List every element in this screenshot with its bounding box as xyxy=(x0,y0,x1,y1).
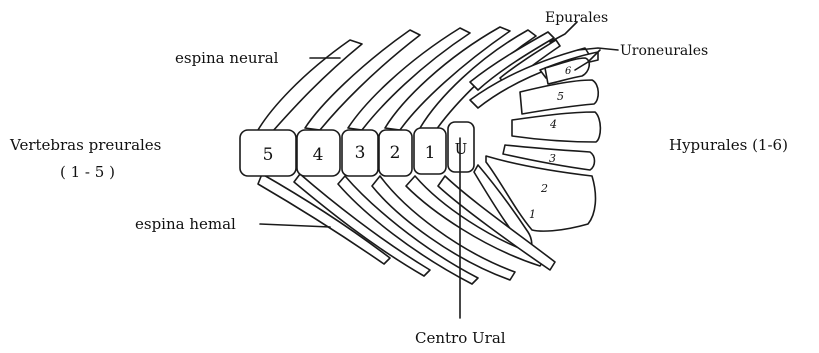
label-epurales: Epurales xyxy=(545,10,608,26)
label-uroneurales: Uroneurales xyxy=(620,43,708,59)
labels: espina neural Epurales Uroneurales Verte… xyxy=(9,10,788,347)
vertebra-2-number: 2 xyxy=(390,143,401,163)
hypural-4-number: 4 xyxy=(549,118,557,131)
ural-centrum-number: U xyxy=(455,140,468,158)
label-vertebras-preurales: Vertebras preurales xyxy=(9,136,161,154)
label-espina-hemal: espina hemal xyxy=(135,215,236,233)
hypural-6-number: 6 xyxy=(565,66,572,77)
vertebra-4-number: 4 xyxy=(313,145,324,165)
hypural-1-number: 1 xyxy=(529,208,536,221)
label-vertebras-range: ( 1 - 5 ) xyxy=(60,163,115,181)
vertebra-1-number: 1 xyxy=(425,143,436,163)
haemal-spine-5 xyxy=(258,174,390,264)
label-hypurales: Hypurales (1-6) xyxy=(669,136,788,154)
hypural-2-number: 2 xyxy=(540,182,548,195)
label-espina-neural: espina neural xyxy=(175,49,279,67)
vertebra-5-number: 5 xyxy=(263,145,274,165)
neural-spines xyxy=(258,27,536,132)
label-centro-ural: Centro Ural xyxy=(415,329,506,347)
hypural-3-number: 3 xyxy=(549,152,556,165)
espina-hemal-leader xyxy=(260,224,330,227)
vertebra-3-number: 3 xyxy=(355,143,366,163)
hypural-5-number: 5 xyxy=(557,90,564,103)
